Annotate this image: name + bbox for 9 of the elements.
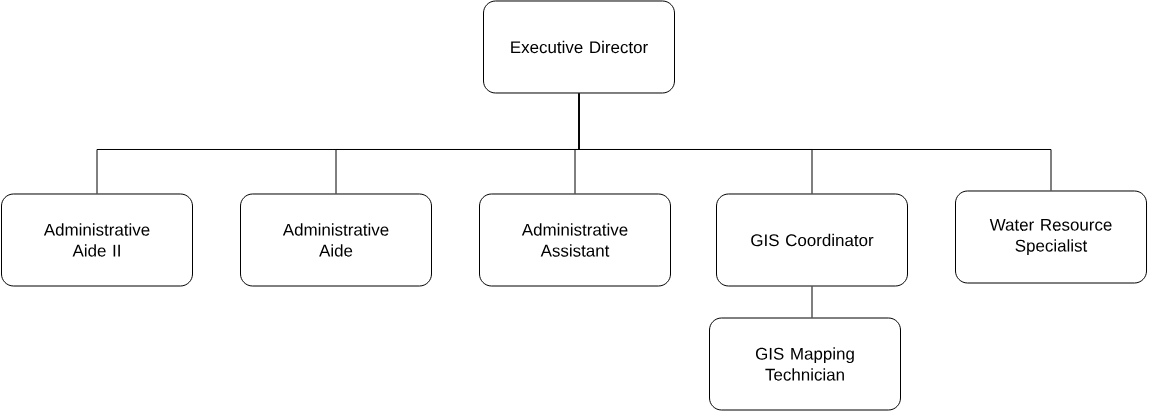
position-box: Administrative Aide II bbox=[1, 193, 193, 287]
position-box: Administrative Aide bbox=[240, 193, 432, 287]
position-box: Administrative Assistant bbox=[479, 193, 671, 287]
connector-line bbox=[578, 93, 1052, 191]
position-box: GIS Coordinator bbox=[716, 193, 908, 287]
connector-line bbox=[811, 286, 813, 318]
position-box: Water Resource Specialist bbox=[955, 190, 1147, 284]
position-box: GIS Mapping Technician bbox=[709, 317, 901, 411]
position-box: Executive Director bbox=[483, 0, 675, 94]
